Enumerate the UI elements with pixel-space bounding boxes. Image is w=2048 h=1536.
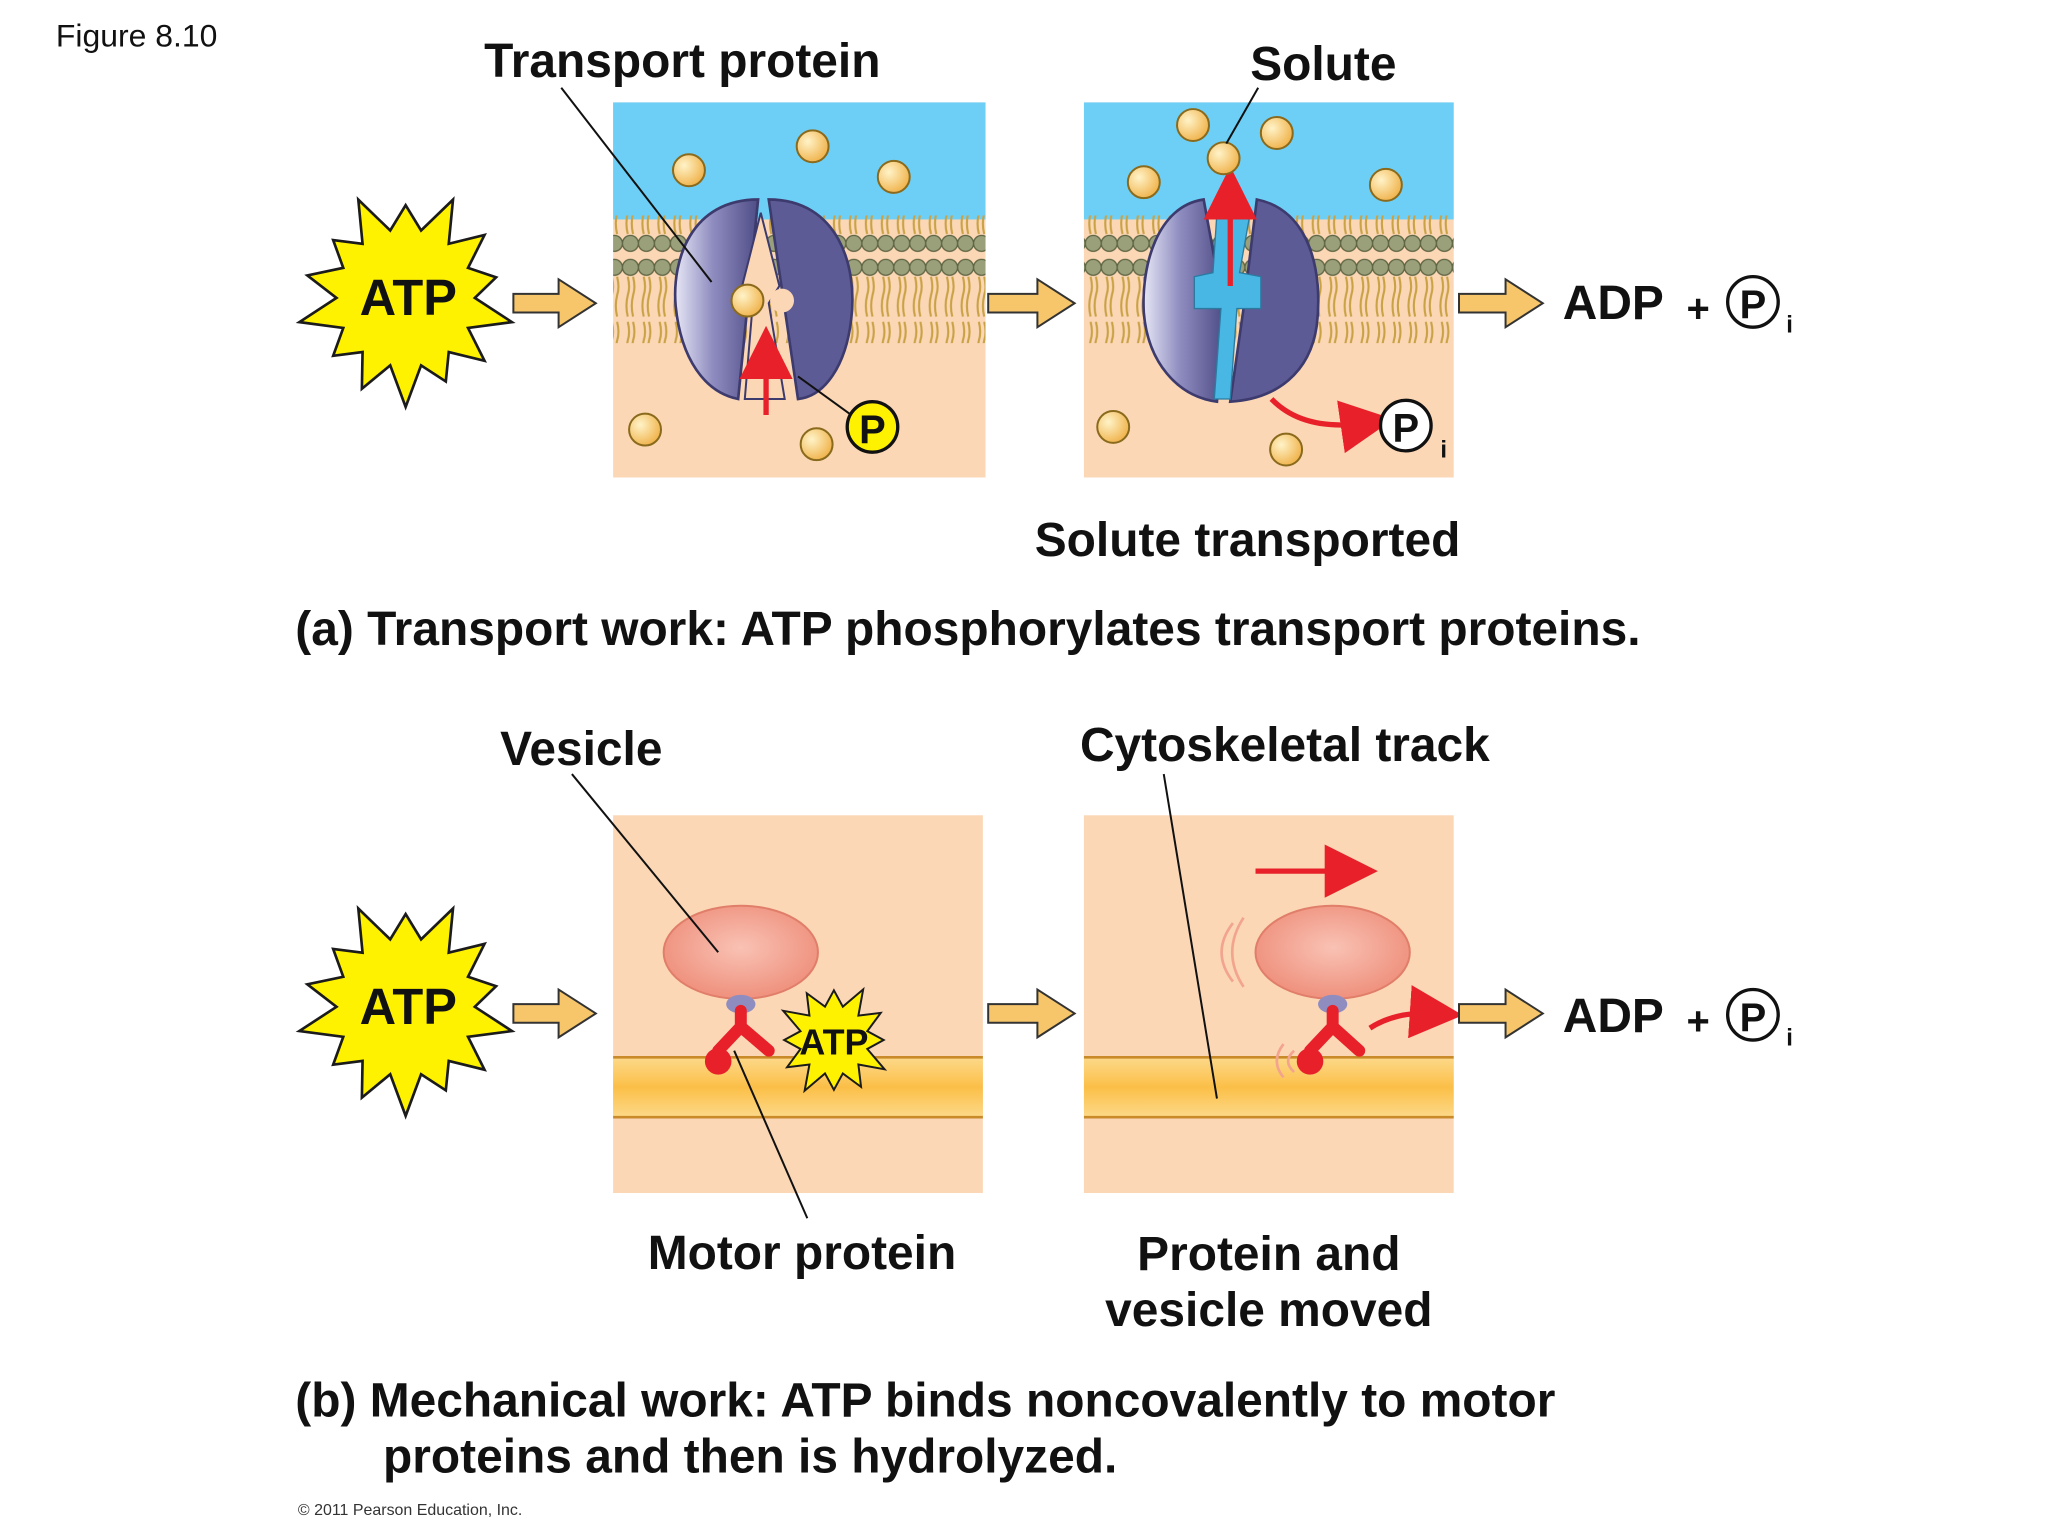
- solutes: [628, 108, 1403, 467]
- atp-small-icon: ATP: [780, 986, 888, 1094]
- red-arrow-hydrolysis: [1368, 985, 1463, 1039]
- caption-b: (b) Mechanical work: ATP binds noncovale…: [295, 1373, 1555, 1485]
- svg-text:i: i: [1786, 312, 1793, 339]
- svg-text:+: +: [1686, 287, 1709, 331]
- motor-protein-2: [1296, 994, 1366, 1075]
- svg-text:i: i: [1440, 437, 1447, 464]
- svg-text:+: +: [1686, 1000, 1709, 1044]
- svg-text:ATP: ATP: [360, 269, 457, 326]
- product-adp-pi-b: ADP + P i: [1563, 987, 1793, 1051]
- label-transport-protein: Transport protein: [484, 33, 881, 88]
- phosphate-bound-icon: P: [845, 399, 900, 454]
- label-solute-transported: Solute transported: [1034, 512, 1461, 567]
- atp-burst-b-icon: ATP: [295, 905, 516, 1120]
- label-moved-line2: vesicle moved: [1105, 1282, 1433, 1337]
- svg-text:i: i: [1786, 1024, 1793, 1051]
- label-solute: Solute: [1250, 35, 1397, 91]
- leader-cytoskeletal-track: [1162, 773, 1218, 1099]
- transport-protein-open: [1142, 197, 1320, 404]
- label-vesicle: Vesicle: [500, 720, 663, 776]
- figure-label: Figure 8.10: [55, 18, 218, 55]
- vesicle-1: [662, 904, 819, 1000]
- leader-solute: [1225, 87, 1260, 145]
- caption-b-line2: proteins and then is hydrolyzed.: [383, 1428, 1118, 1483]
- label-moved-line1: Protein and: [1137, 1226, 1401, 1281]
- panel-b-box-2: [1083, 815, 1454, 1194]
- label-motor-protein: Motor protein: [647, 1224, 957, 1280]
- svg-text:P: P: [859, 408, 886, 452]
- red-arrow-pi-release: [1269, 397, 1394, 454]
- flow-arrows-a: [512, 277, 1545, 330]
- label-protein-vesicle-moved: Protein and vesicle moved: [1064, 1226, 1474, 1338]
- product-adp-pi-a: ADP + P i: [1563, 274, 1793, 339]
- caption-a: (a) Transport work: ATP phosphorylates t…: [295, 601, 1641, 656]
- svg-text:P: P: [1740, 283, 1767, 327]
- svg-text:ATP: ATP: [360, 978, 457, 1035]
- leader-phosphate: [797, 375, 852, 416]
- panel-b-box-1: [613, 815, 983, 1194]
- caption-b-line1: (b) Mechanical work: ATP binds noncovale…: [295, 1372, 1556, 1428]
- leader-motor-protein: [733, 1050, 809, 1219]
- svg-text:P: P: [1393, 407, 1420, 451]
- motion-lines: [1220, 916, 1296, 1079]
- phosphate-released-icon: P i: [1378, 398, 1447, 464]
- svg-text:ADP: ADP: [1563, 990, 1664, 1043]
- atp-burst-a-icon: ATP: [295, 196, 516, 411]
- leader-transport-protein: [560, 87, 713, 283]
- svg-text:P: P: [1740, 996, 1767, 1040]
- motor-protein-1: [704, 994, 775, 1075]
- copyright: © 2011 Pearson Education, Inc.: [297, 1500, 523, 1519]
- leader-vesicle: [571, 773, 719, 953]
- svg-text:ADP: ADP: [1563, 277, 1664, 330]
- svg-text:ATP: ATP: [799, 1022, 868, 1063]
- label-cytoskeletal-track: Cytoskeletal track: [1079, 716, 1490, 772]
- flow-arrows-b: [512, 987, 1545, 1040]
- vesicle-2: [1254, 904, 1411, 1000]
